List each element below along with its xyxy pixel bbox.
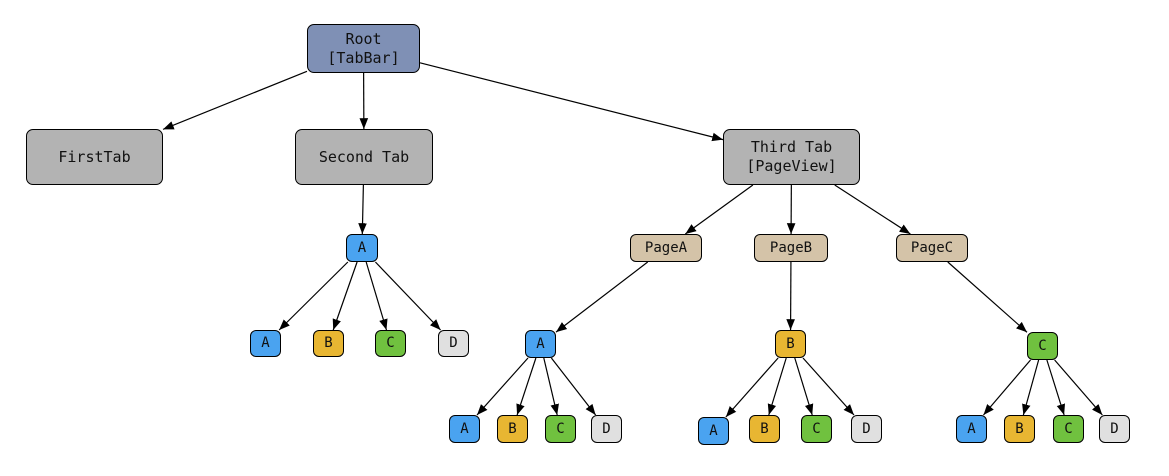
page-c-c-child-a: A <box>956 415 987 443</box>
edge-pb-b-to-pb-b-c <box>794 357 814 416</box>
edge-pa-a-to-pa-a-d <box>550 357 597 416</box>
second-tab-a-child-d: D <box>438 330 469 357</box>
edge-pb-b-to-pb-b-b <box>767 357 787 416</box>
page-b-node: PageB <box>754 234 828 262</box>
edge-st-a-to-st-a-a <box>278 261 349 331</box>
page-b-b-child-c: C <box>801 415 832 443</box>
edge-root-to-third-tab <box>419 62 724 142</box>
edge-pc-c-to-pc-c-b <box>1022 359 1040 416</box>
edge-st-a-to-st-a-d <box>374 261 441 331</box>
edge-second-tab-to-st-a <box>358 184 367 235</box>
page-b-b-child-a: A <box>698 417 729 445</box>
second-tab-node: Second Tab <box>295 129 433 185</box>
page-b-b-child-b: B <box>749 415 780 443</box>
second-tab-a-child-b: B <box>313 330 344 357</box>
edge-pa-a-to-pa-a-b <box>516 357 537 416</box>
page-c-node: PageC <box>896 234 968 262</box>
second-tab-a-child-c: C <box>375 330 406 357</box>
edge-pc-c-to-pc-c-d <box>1054 359 1103 416</box>
root-tabbar-node: Root [TabBar] <box>307 24 420 73</box>
edge-pc-c-to-pc-c-c <box>1046 359 1066 416</box>
second-tab-a-node: A <box>346 234 378 262</box>
third-tab-pageview-node: Third Tab [PageView] <box>723 129 860 185</box>
edge-third-tab-to-page-a <box>684 184 754 235</box>
second-tab-a-child-a: A <box>250 330 281 357</box>
edge-pa-a-to-pa-a-c <box>543 357 559 416</box>
edge-pb-b-to-pb-b-d <box>802 357 855 416</box>
edge-page-a-to-pa-a <box>555 261 649 333</box>
page-a-a-child-a: A <box>449 415 480 443</box>
first-tab-node: FirstTab <box>26 129 163 185</box>
page-c-c-child-d: D <box>1099 415 1130 443</box>
page-a-a-node: A <box>525 330 556 358</box>
page-c-c-node: C <box>1027 332 1058 360</box>
page-a-a-child-c: C <box>545 415 576 443</box>
edge-pa-a-to-pa-a-a <box>476 357 529 416</box>
edge-pb-b-to-pb-b-a <box>725 357 779 418</box>
edge-page-c-to-pc-c <box>947 261 1028 333</box>
page-a-node: PageA <box>630 234 702 262</box>
page-b-b-child-d: D <box>851 415 882 443</box>
page-b-b-node: B <box>775 330 806 358</box>
page-c-c-child-b: B <box>1004 415 1035 443</box>
edge-root-to-first-tab <box>162 70 308 130</box>
edge-st-a-to-st-a-b <box>332 261 358 331</box>
page-a-a-child-b: B <box>497 415 528 443</box>
page-c-c-child-c: C <box>1053 415 1084 443</box>
edge-pc-c-to-pc-c-a <box>983 359 1031 416</box>
edge-st-a-to-st-a-c <box>365 261 388 331</box>
edge-third-tab-to-page-c <box>834 184 911 235</box>
page-a-a-child-d: D <box>591 415 622 443</box>
